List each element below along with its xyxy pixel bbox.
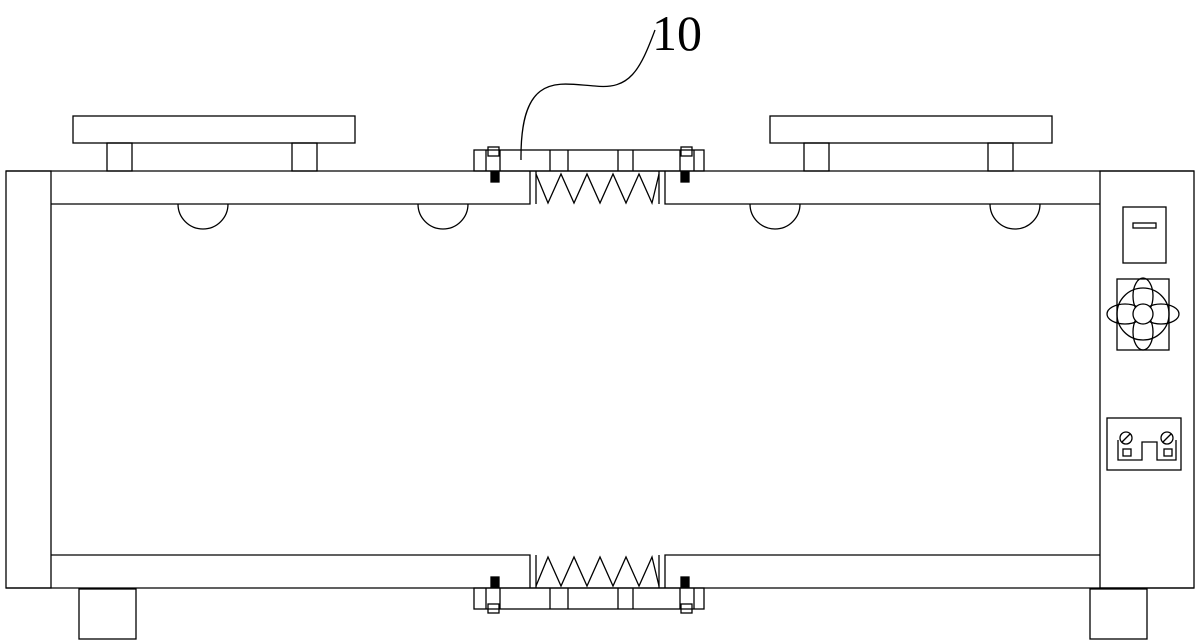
left-foot <box>78 588 137 640</box>
top-spring <box>535 172 660 206</box>
circuit-terminal <box>1122 448 1132 457</box>
fan-hub <box>1132 303 1154 325</box>
bolt-nut <box>680 576 690 588</box>
reference-label: 10 <box>652 5 702 61</box>
circuit-trace <box>1117 440 1177 461</box>
switch-slot <box>1132 222 1157 229</box>
left-end-post <box>5 170 52 589</box>
roller <box>177 203 229 230</box>
top-left-platform <box>72 115 356 172</box>
right-foot <box>1089 588 1148 640</box>
bottom-spring-joint <box>473 554 705 614</box>
circuit-knob <box>1119 431 1133 445</box>
fan-unit <box>1106 277 1180 351</box>
right-control-panel <box>1099 170 1195 589</box>
bolt-head <box>487 146 500 157</box>
circuit-knob <box>1160 431 1174 445</box>
roller <box>417 203 469 230</box>
top-spring-joint <box>473 146 705 206</box>
frame-body <box>6 170 1194 589</box>
bottom-spring <box>535 554 660 588</box>
circuit-terminal <box>1163 448 1173 457</box>
fan-blade-circle <box>1116 287 1170 341</box>
circuit-board <box>1106 417 1182 471</box>
top-right-platform <box>769 115 1053 172</box>
bolt-head <box>487 603 500 614</box>
bolt-head <box>680 603 693 614</box>
top-clamp-plate <box>473 149 705 172</box>
bolt-nut <box>490 576 500 588</box>
bottom-clamp-plate <box>473 587 705 610</box>
switch-box <box>1122 206 1167 264</box>
bolt-nut <box>490 171 500 183</box>
rollers <box>177 203 1041 230</box>
bolt-head <box>680 146 693 157</box>
roller <box>989 203 1041 230</box>
bolt-nut <box>680 171 690 183</box>
leader-line <box>520 29 656 161</box>
roller <box>749 203 801 230</box>
